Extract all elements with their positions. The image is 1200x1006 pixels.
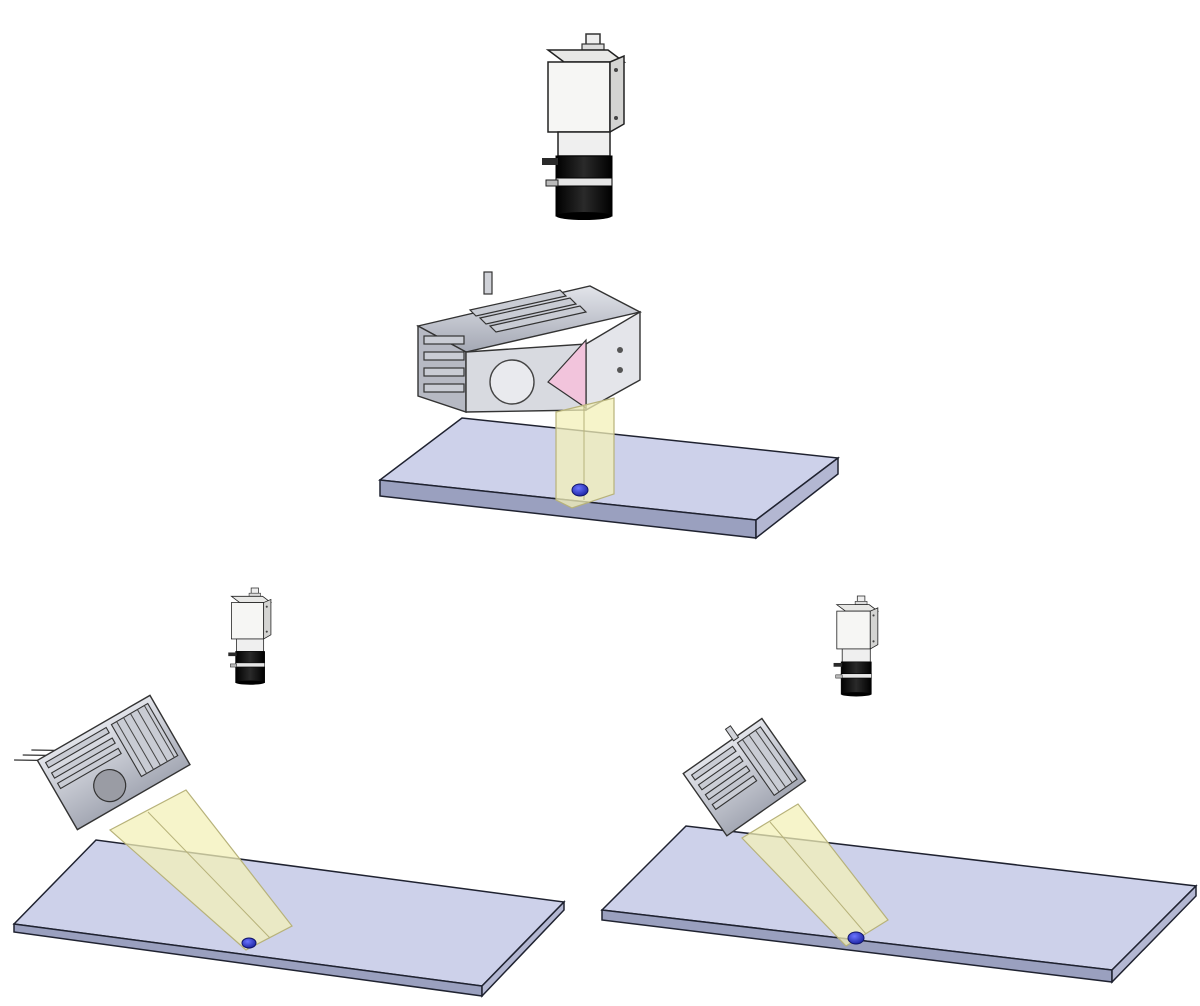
light-beam-bottom-right (741, 803, 889, 947)
light-beam-bottom-left (108, 789, 293, 951)
light-housing-bottom-left (14, 694, 191, 831)
plate-bottom-right (600, 825, 1198, 984)
light-housing-top (416, 271, 643, 413)
panel-bottom-left (12, 587, 566, 998)
camera-bottom-right (833, 595, 879, 697)
panel-top (378, 33, 840, 540)
camera-bottom-left (227, 587, 272, 686)
camera-top (541, 33, 625, 221)
plate-bottom-left (12, 839, 566, 998)
light-housing-bottom-right (682, 717, 807, 837)
sample-droplet-top (571, 483, 589, 497)
sample-droplet-bottom-right (847, 931, 865, 945)
panel-bottom-right (600, 595, 1198, 984)
sample-droplet-bottom-left (241, 937, 257, 949)
